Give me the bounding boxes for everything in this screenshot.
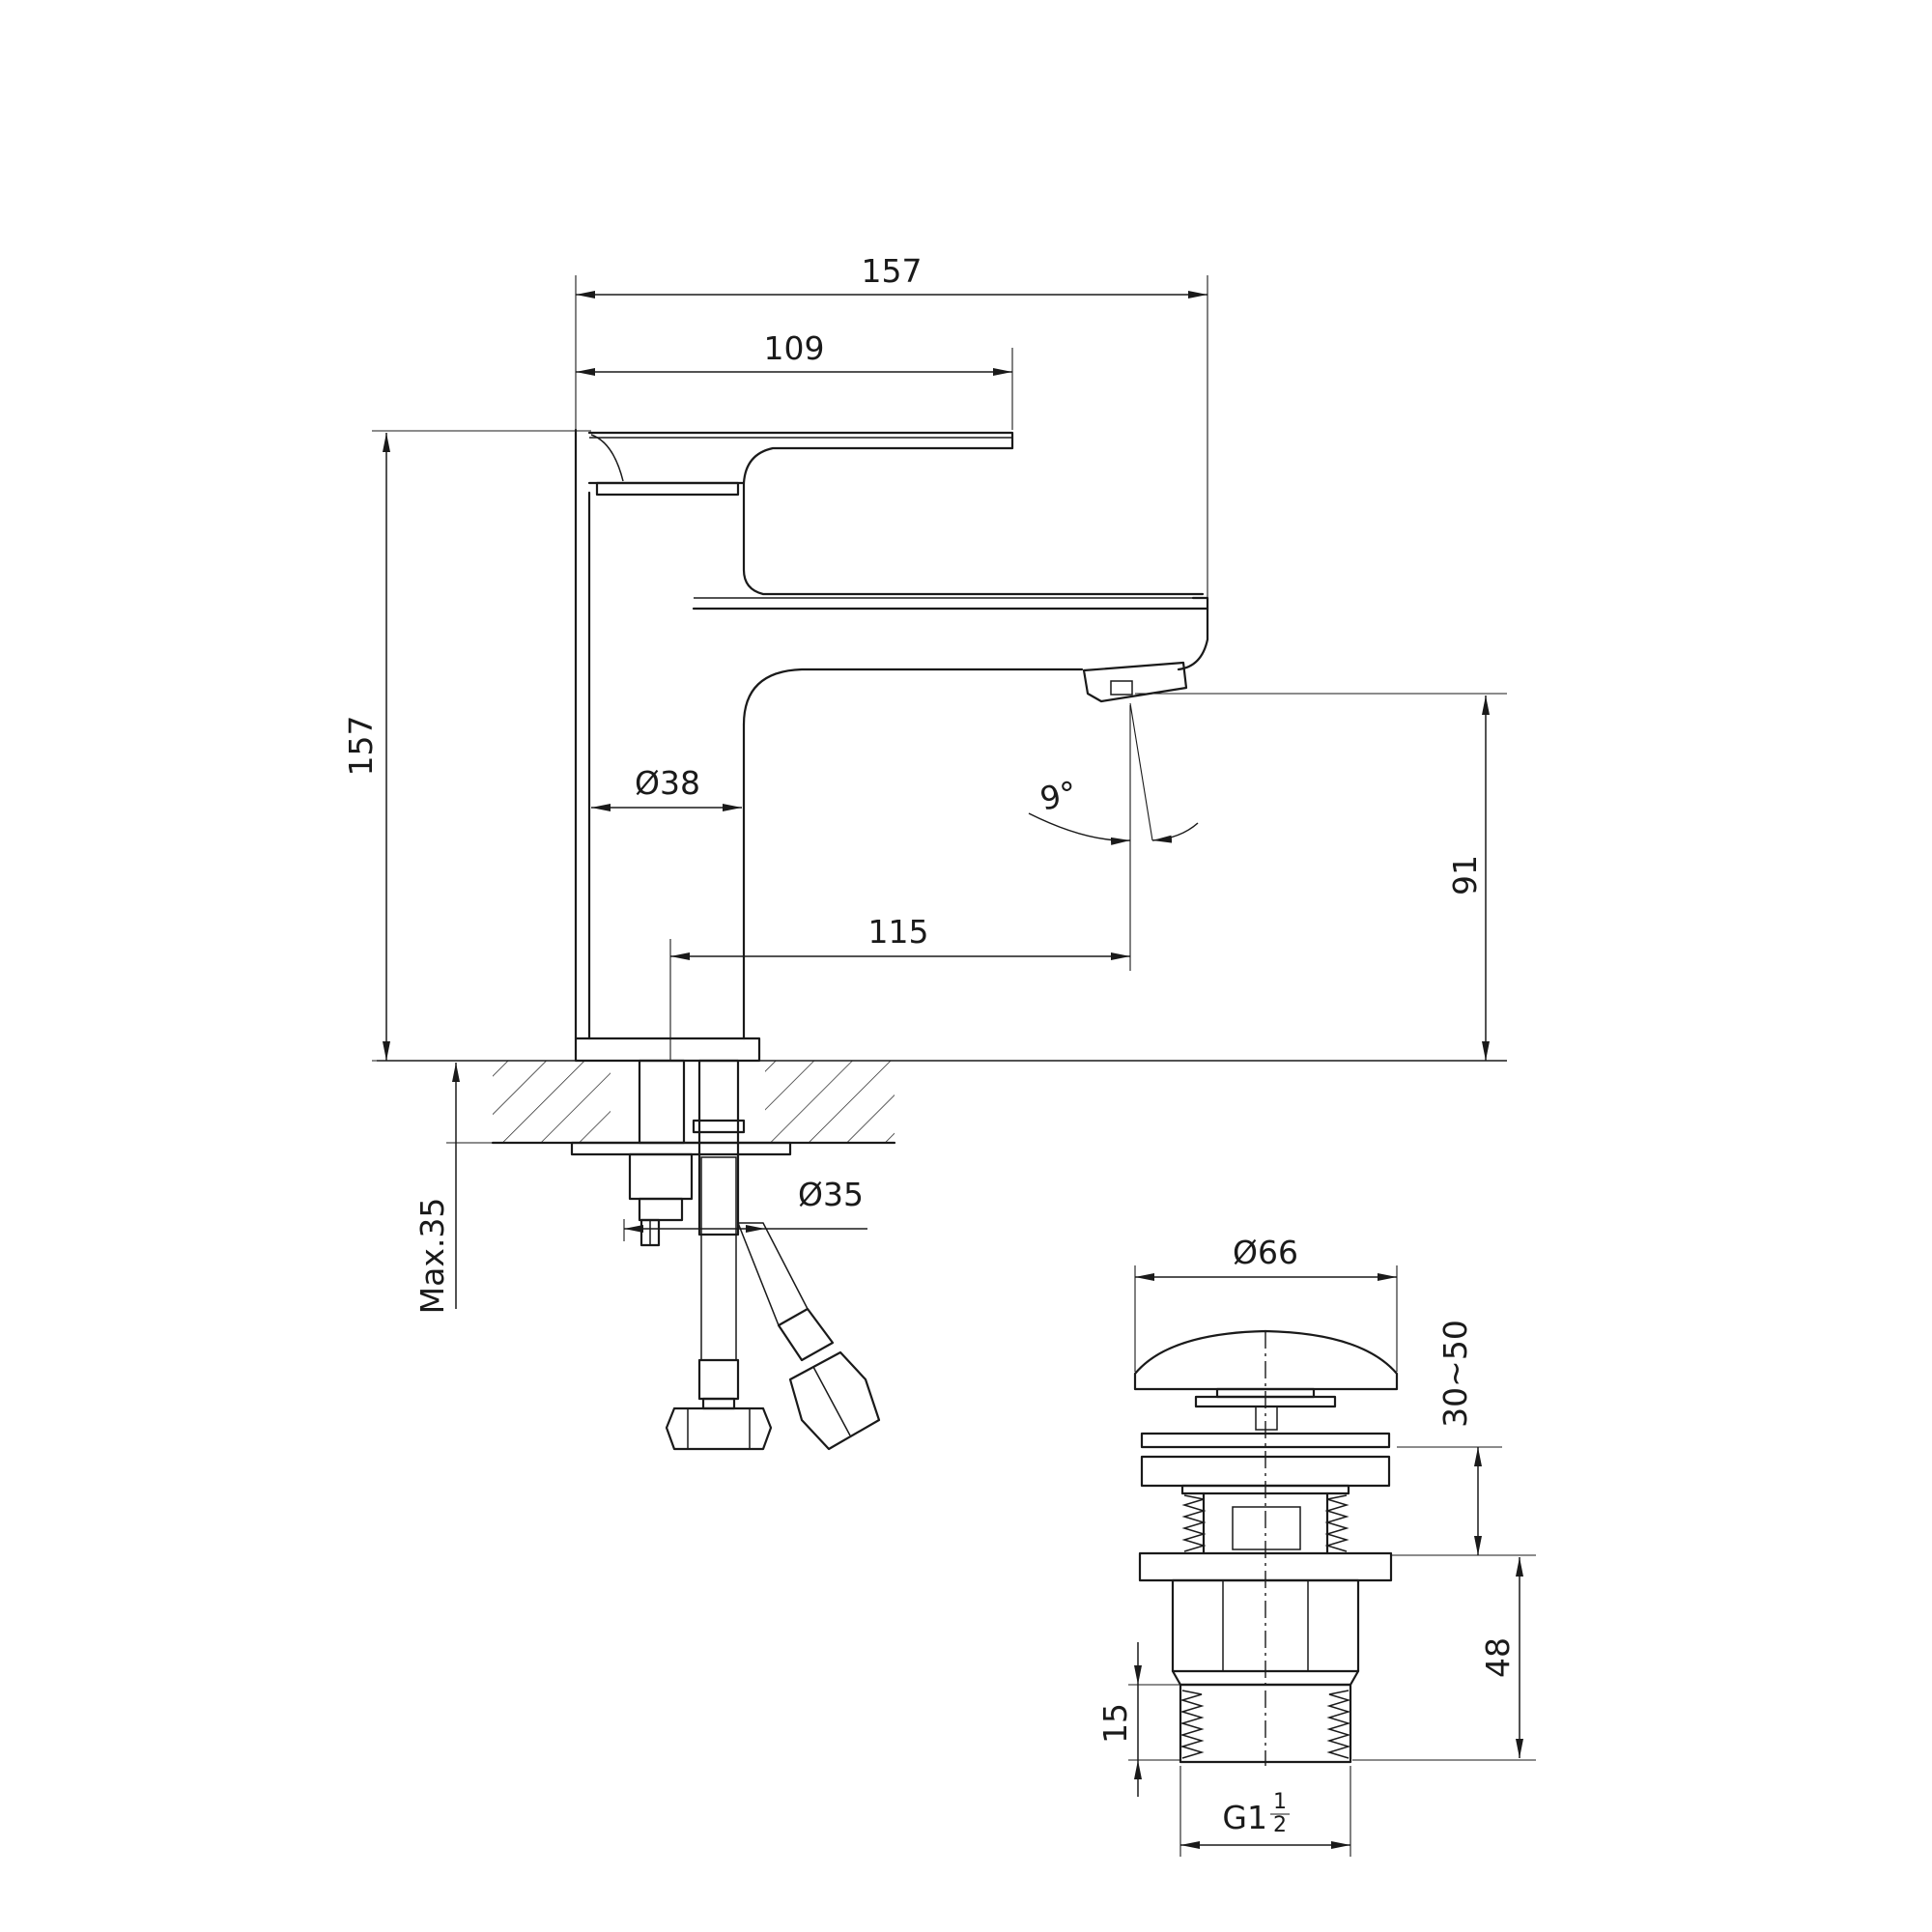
dim-spout-angle: 9° (1037, 774, 1080, 818)
dim-thread-length: 15 (1096, 1703, 1134, 1744)
dim-adjust-range: 30~50 (1436, 1320, 1474, 1428)
dim-spout-reach: 115 (868, 913, 929, 951)
dim-body-diameter: Ø38 (635, 764, 700, 802)
drain-view: Ø66 30~50 48 15 G1 1 2 (1096, 1234, 1536, 1857)
dim-thread-fraction-num: 1 (1273, 1790, 1287, 1814)
drain-flange (1140, 1432, 1391, 1555)
dim-max-thickness: Max.35 (413, 1198, 451, 1315)
dim-thread-size: G1 (1222, 1799, 1267, 1836)
dim-thread-fraction-den: 2 (1273, 1813, 1287, 1837)
dim-spout-height: 91 (1446, 855, 1484, 895)
drain-dimensions: Ø66 30~50 48 15 G1 1 2 (1096, 1234, 1536, 1857)
mounting-kit (570, 1059, 881, 1451)
dim-overall-height: 157 (342, 716, 380, 777)
dim-body-height: 48 (1479, 1637, 1517, 1678)
faucet-dimensions: 157 109 157 Ø38 115 9° 91 Max.35 (342, 252, 1507, 1314)
dim-handle-length: 109 (764, 329, 825, 367)
drain-body (1138, 1551, 1393, 1764)
drain-cap (1133, 1329, 1399, 1431)
countertop-section (377, 1060, 1507, 1145)
dim-overall-width: 157 (862, 252, 923, 290)
spout-aerator (1082, 661, 1188, 703)
dim-hole-diameter: Ø35 (798, 1176, 864, 1213)
faucet-body (574, 428, 1209, 1063)
dim-cap-diameter: Ø66 (1233, 1234, 1298, 1271)
handle-lever (587, 431, 1014, 497)
faucet-view: 157 109 157 Ø38 115 9° 91 Max.35 (342, 252, 1507, 1451)
